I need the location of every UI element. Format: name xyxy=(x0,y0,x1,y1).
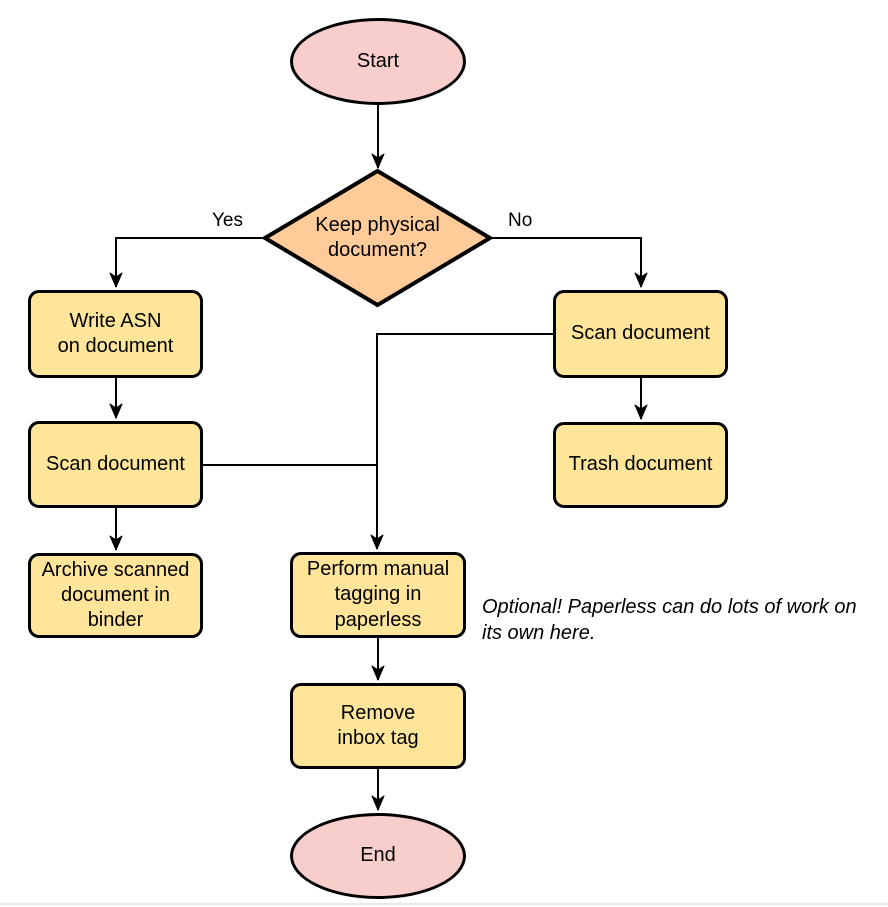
node-trash-document-label: Trash document xyxy=(568,453,713,476)
node-remove-inbox-tag-label: Remove inbox tag xyxy=(337,701,419,749)
decision-shape xyxy=(261,168,494,308)
node-write-asn-label: Write ASN on document xyxy=(57,309,174,357)
node-decision-label: Keep physical document? xyxy=(315,213,440,261)
node-write-asn-on-document: Write ASN on document xyxy=(28,290,203,378)
node-archive-label: Archive scanned document in binder xyxy=(41,558,190,632)
bottom-edge-divider xyxy=(0,903,888,905)
node-decision: Keep physical document? xyxy=(265,171,490,305)
node-perform-manual-tagging-label: Perform manual tagging in paperless xyxy=(306,558,450,631)
node-trash-document: Trash document xyxy=(553,422,728,508)
edge-label-yes: Yes xyxy=(210,210,245,232)
node-end-label: End xyxy=(360,844,396,867)
node-start-label: Start xyxy=(356,49,400,72)
node-scan-document-right-label: Scan document xyxy=(571,322,710,345)
node-scan-document-left: Scan document xyxy=(28,421,203,508)
node-remove-inbox-tag: Remove inbox tag xyxy=(290,683,466,769)
edge-decision-no-to-scan-right xyxy=(490,237,648,288)
annotation-optional-note: Optional! Paperless can do lots of work … xyxy=(482,596,857,644)
node-perform-manual-tagging: Perform manual tagging in paperless xyxy=(290,552,466,638)
node-archive-scanned-document: Archive scanned document in binder xyxy=(28,553,203,638)
edge-decision-yes-to-write-asn xyxy=(109,237,265,288)
edge-scan-right-to-perform-tagging xyxy=(370,333,553,550)
node-scan-document-left-label: Scan document xyxy=(46,452,185,475)
edge-label-no: No xyxy=(506,210,535,232)
node-scan-document-right: Scan document xyxy=(553,290,728,378)
node-start: Start xyxy=(290,18,466,105)
node-end: End xyxy=(290,813,466,899)
